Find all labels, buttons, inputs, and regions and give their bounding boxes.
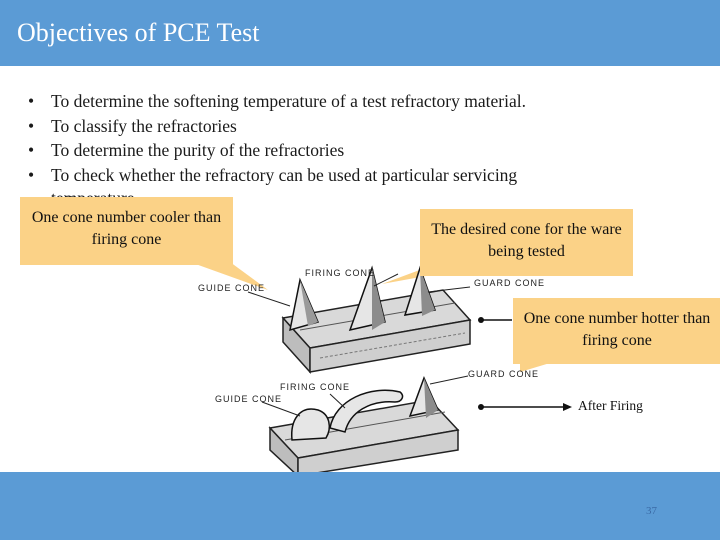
bottom-guard-label: GUARD CONE bbox=[468, 369, 539, 379]
top-guard-label: GUARD CONE bbox=[474, 278, 545, 288]
objective-text: To determine the softening temperature o… bbox=[51, 91, 526, 111]
objective-item: • To classify the refractories bbox=[28, 114, 668, 139]
top-cone-assembly: GUIDE CONE FIRING CONE GUARD CONE bbox=[198, 265, 545, 374]
after-firing-arrow bbox=[478, 403, 572, 411]
objective-item: • To determine the purity of the refracto… bbox=[28, 138, 668, 163]
bullet-icon: • bbox=[28, 164, 35, 185]
slide-title: Objectives of PCE Test bbox=[17, 18, 260, 47]
objective-text: To determine the purity of the refractor… bbox=[51, 140, 345, 160]
bullet-icon: • bbox=[28, 91, 35, 111]
objective-text: To classify the refractories bbox=[51, 115, 237, 136]
bent-guide-cone-icon bbox=[291, 408, 331, 441]
title-bar bbox=[0, 0, 720, 66]
objectives-list: • To determine the softening temperature … bbox=[28, 89, 668, 187]
top-firing-label: FIRING CONE bbox=[305, 268, 375, 278]
bottom-firing-label: FIRING CONE bbox=[280, 382, 350, 392]
footer-bar bbox=[0, 472, 720, 540]
hotter-arrow bbox=[478, 317, 512, 323]
bullet-icon: • bbox=[28, 140, 35, 160]
bottom-cone-assembly: GUIDE CONE FIRING CONE GUARD CONE bbox=[215, 369, 539, 478]
callout-cooler-cone: One cone number cooler than firing cone bbox=[20, 197, 233, 265]
bottom-guide-label: GUIDE CONE bbox=[215, 394, 282, 404]
after-firing-label: After Firing bbox=[578, 398, 643, 413]
top-guide-label: GUIDE CONE bbox=[198, 283, 265, 293]
objective-item: • To check whether the refractory can be … bbox=[28, 163, 668, 188]
objective-text: To check whether the refractory can be u… bbox=[51, 164, 518, 185]
objective-overflow-text: temperature bbox=[51, 186, 135, 197]
bent-firing-cone-icon bbox=[329, 389, 404, 433]
callout-cooler-pointer bbox=[190, 262, 268, 290]
objective-item: • To determine the softening temperature … bbox=[28, 89, 668, 114]
callout-desired-cone: The desired cone for the ware being test… bbox=[420, 209, 633, 276]
bullet-icon: • bbox=[28, 115, 35, 136]
callout-hotter-cone: One cone number hotter than firing cone bbox=[513, 298, 720, 364]
page-number: 37 bbox=[646, 505, 657, 517]
